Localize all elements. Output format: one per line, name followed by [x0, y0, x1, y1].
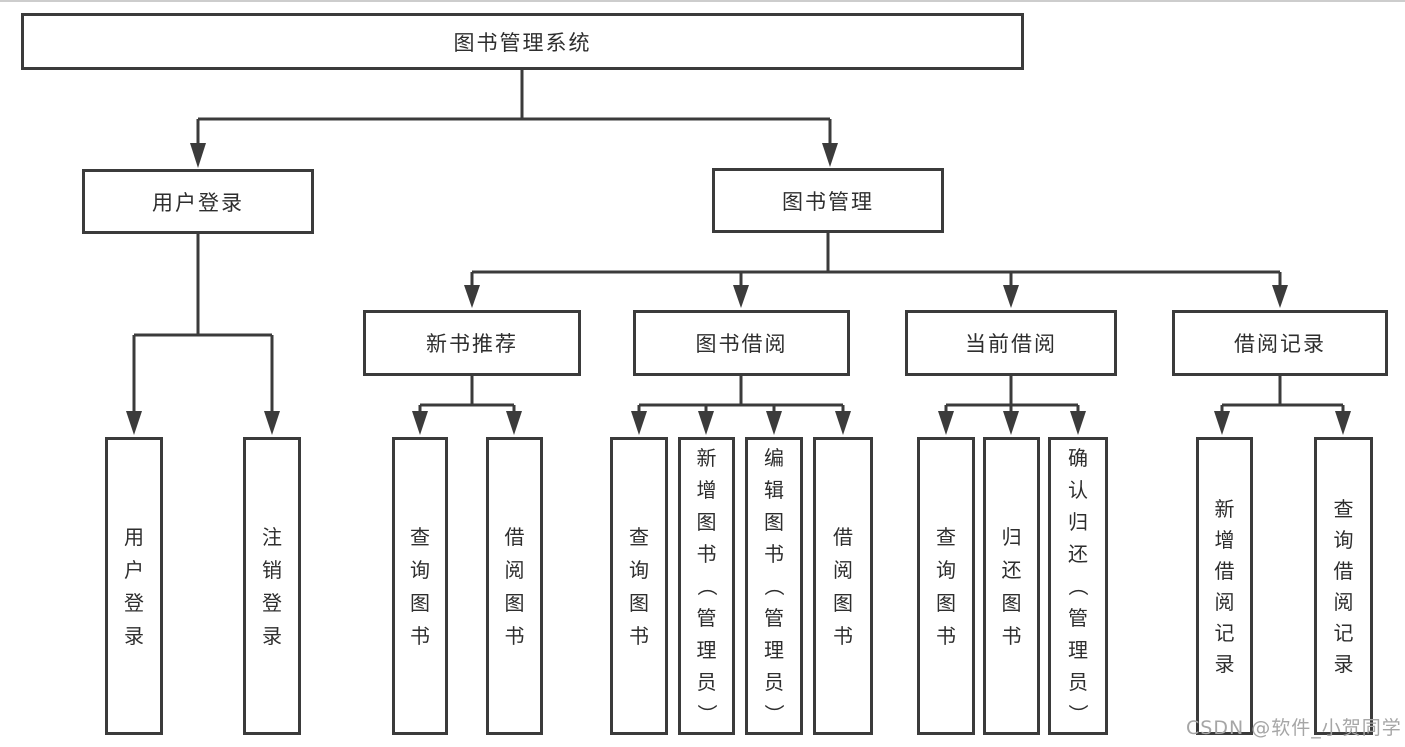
watermark: CSDN @软件_小贺同学: [1186, 717, 1402, 739]
node-book-borrowing: 图书借阅: [633, 310, 850, 376]
connector-borrowing-records: [1220, 376, 1345, 415]
node-user-login: 用户登录: [82, 169, 314, 234]
connector-root: [196, 70, 832, 147]
node-borrowing-records: 借阅记录: [1172, 310, 1388, 376]
leaf-add-borrow-record: 新增借阅记录: [1196, 437, 1253, 735]
connector-user-login: [132, 234, 274, 415]
node-book-management: 图书管理: [712, 168, 944, 233]
connector-current-borrowing: [944, 376, 1080, 415]
leaf-return-books: 归还图书: [983, 437, 1040, 735]
leaf-confirm-return-admin: 确认归还（管理员）: [1048, 437, 1108, 735]
leaf-query-borrow-record: 查询借阅记录: [1314, 437, 1373, 735]
leaf-query-books-current: 查询图书: [917, 437, 975, 735]
leaf-user-login: 用户登录: [105, 437, 163, 735]
arrowheads: [126, 143, 1351, 435]
connector-new-book-recommendation: [418, 376, 516, 415]
node-root: 图书管理系统: [21, 13, 1024, 70]
top-edge-line: [0, 0, 1405, 2]
leaf-borrow-books-recommend: 借阅图书: [486, 437, 543, 735]
node-new-book-recommendation: 新书推荐: [363, 310, 581, 376]
connector-book-borrowing: [637, 376, 845, 415]
leaf-add-books-admin: 新增图书（管理员）: [678, 437, 735, 735]
leaf-query-books-borrow: 查询图书: [610, 437, 668, 735]
leaf-edit-books-admin: 编辑图书（管理员）: [745, 437, 803, 735]
leaf-borrow-books-borrow: 借阅图书: [813, 437, 873, 735]
node-current-borrowing: 当前借阅: [905, 310, 1117, 376]
connector-book-management: [470, 233, 1282, 289]
leaf-query-books-recommend: 查询图书: [392, 437, 448, 735]
leaf-logout: 注销登录: [243, 437, 301, 735]
